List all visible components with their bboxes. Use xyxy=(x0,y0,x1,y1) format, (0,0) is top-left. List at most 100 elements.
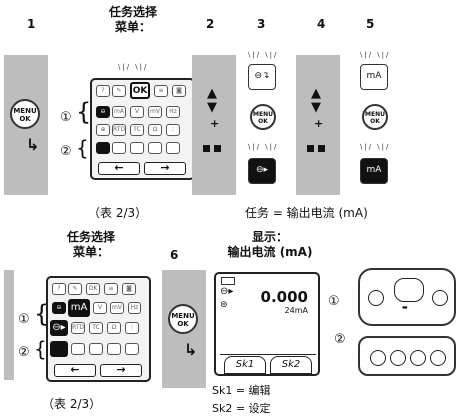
blank-key-3[interactable] xyxy=(148,142,162,154)
connector-panel-bottom xyxy=(358,336,456,376)
right-arrow-button[interactable]: → xyxy=(100,364,142,377)
blank-key-4[interactable] xyxy=(166,142,180,154)
highlight-rays-icon: \|/ \|/ xyxy=(360,51,391,59)
setup-key[interactable]: ✎ xyxy=(112,85,126,97)
plus-sign: + xyxy=(210,117,220,130)
brace-1-bottom: { xyxy=(34,300,50,328)
step-6-panel: MENU OK ↳ xyxy=(162,270,206,388)
camera-key[interactable]: ◙ xyxy=(122,283,136,295)
ma-selector-key[interactable]: mA xyxy=(360,64,388,90)
task-caption: 任务 = 输出电流 (mA) xyxy=(245,206,368,220)
left-arrow-button[interactable]: ← xyxy=(98,162,140,175)
blank-key-1[interactable] xyxy=(71,343,85,355)
output-key-selected[interactable]: ⊖▸ xyxy=(50,320,68,336)
help-key[interactable]: ? xyxy=(52,283,66,295)
up-arrow-icon: ▲ xyxy=(207,86,217,101)
step-2-number: 2 xyxy=(206,17,215,31)
blank-key-3[interactable] xyxy=(107,343,121,355)
switch-key[interactable]: ⋮ xyxy=(166,124,180,136)
hz-key[interactable]: Hz xyxy=(128,302,141,314)
step-1-number: 1 xyxy=(27,17,36,31)
ma-selected-key[interactable]: mA xyxy=(360,158,388,184)
blank-key-2[interactable] xyxy=(89,343,103,355)
connector-socket-icon xyxy=(370,350,386,366)
hz-key[interactable]: Hz xyxy=(166,106,180,118)
scale-key[interactable]: ≡ xyxy=(154,85,168,97)
scale-key[interactable]: ≡ xyxy=(104,283,118,295)
ohm-key[interactable]: Ω xyxy=(107,322,121,334)
v-key[interactable]: V xyxy=(93,302,107,314)
measure-key[interactable] xyxy=(96,142,110,154)
rtd-key[interactable]: RTD xyxy=(112,124,126,136)
down-arrow-icon: ▼ xyxy=(311,100,321,115)
blank-key-4[interactable] xyxy=(125,343,139,355)
highlight-rays-icon: \|/ \|/ xyxy=(360,143,391,151)
scale-mode-icon: ⊜ xyxy=(220,300,228,310)
step-1-panel: MENU OK ↳ xyxy=(4,55,48,195)
ok-key[interactable]: OK xyxy=(86,283,100,295)
tc-key[interactable]: TC xyxy=(89,322,103,334)
callout-1-top: ① xyxy=(60,110,72,125)
menu-ok-button[interactable]: MENU OK xyxy=(362,104,388,130)
display-title: 显示： 输出电流 (mA) xyxy=(227,230,313,259)
connector-socket-icon xyxy=(390,350,406,366)
help-key[interactable]: ? xyxy=(96,85,110,97)
left-arrow-button[interactable]: ← xyxy=(54,364,96,377)
up-arrow-icon: ▲ xyxy=(311,86,321,101)
mv-key[interactable]: mV xyxy=(110,302,124,314)
rtd-key[interactable]: RTD xyxy=(71,322,85,334)
menu-title-bottom: 任务选择 菜单： xyxy=(66,230,115,259)
menu-caption-top: （表 2/3） xyxy=(88,206,148,220)
menu-ok-button[interactable]: MENU OK xyxy=(168,304,198,334)
ma-key-selected[interactable]: mA xyxy=(68,299,90,317)
camera-key[interactable]: ◙ xyxy=(172,85,186,97)
ok-key[interactable]: OK xyxy=(130,82,150,99)
brace-2-bottom: { xyxy=(34,337,47,361)
menu-title-top: 任务选择 菜单： xyxy=(108,5,157,34)
softkey-squares-icon xyxy=(201,137,223,156)
connector-panel-top: ▬ xyxy=(358,268,456,326)
reading-unit: 24mA xyxy=(284,306,308,315)
mv-key[interactable]: mV xyxy=(148,106,162,118)
right-arrow-button[interactable]: → xyxy=(144,162,186,175)
output-selector-key[interactable]: ⊖↴ xyxy=(248,64,276,90)
callout-2-top: ② xyxy=(60,144,72,159)
ohm-key[interactable]: Ω xyxy=(148,124,162,136)
task-menu-keypad-top: ? ✎ OK ≡ ◙ ⊖ mA V mV Hz ⊕ RTD TC Ω ⋮ ← → xyxy=(90,78,195,180)
connector-socket-icon xyxy=(430,350,446,366)
sk1-note: Sk1 = 编辑 xyxy=(212,384,271,397)
callout-1-bottom: ① xyxy=(18,312,30,327)
step-2-panel: ▲ ▼ + xyxy=(192,55,236,195)
softkey-2[interactable]: Sk2 xyxy=(270,356,312,374)
display-screen: ⊖▸ ⊜ 0.000 24mA Sk1 Sk2 xyxy=(214,272,320,376)
menu-ok-button[interactable]: MENU OK xyxy=(10,99,40,129)
tc-key[interactable]: TC xyxy=(130,124,144,136)
press-arrow-icon: ↳ xyxy=(184,340,198,359)
menu-ok-button[interactable]: MENU OK xyxy=(250,104,276,130)
menu-caption-bottom: （表 2/3） xyxy=(42,397,102,411)
connector-socket-icon xyxy=(368,290,384,306)
down-arrow-icon: ▼ xyxy=(207,100,217,115)
battery-icon xyxy=(221,277,235,285)
connector-socket-icon xyxy=(410,350,426,366)
softkey-row xyxy=(220,354,316,373)
blank-key-2[interactable] xyxy=(130,142,144,154)
blank-key-1[interactable] xyxy=(112,142,126,154)
bottom-left-panel xyxy=(4,270,14,380)
setup-key[interactable]: ✎ xyxy=(68,283,82,295)
softkey-squares-icon xyxy=(305,137,327,156)
switch-key[interactable]: ⋮ xyxy=(125,322,139,334)
callout-2-bottom: ② xyxy=(18,345,30,360)
input-key[interactable]: ⊕ xyxy=(96,124,110,136)
callout-2-display: ② xyxy=(334,332,346,347)
connector-socket-icon xyxy=(432,290,448,306)
brace-2-top: { xyxy=(76,136,89,160)
output-key[interactable]: ⊖ xyxy=(96,106,110,118)
sk2-note: Sk2 = 设定 xyxy=(212,402,271,415)
v-key[interactable]: V xyxy=(130,106,144,118)
output-key[interactable]: ⊖ xyxy=(52,302,66,314)
measure-key[interactable] xyxy=(50,341,68,357)
output-selected-key[interactable]: ⊖▸ xyxy=(248,158,276,184)
softkey-1[interactable]: Sk1 xyxy=(224,356,266,374)
ma-key[interactable]: mA xyxy=(112,106,126,118)
